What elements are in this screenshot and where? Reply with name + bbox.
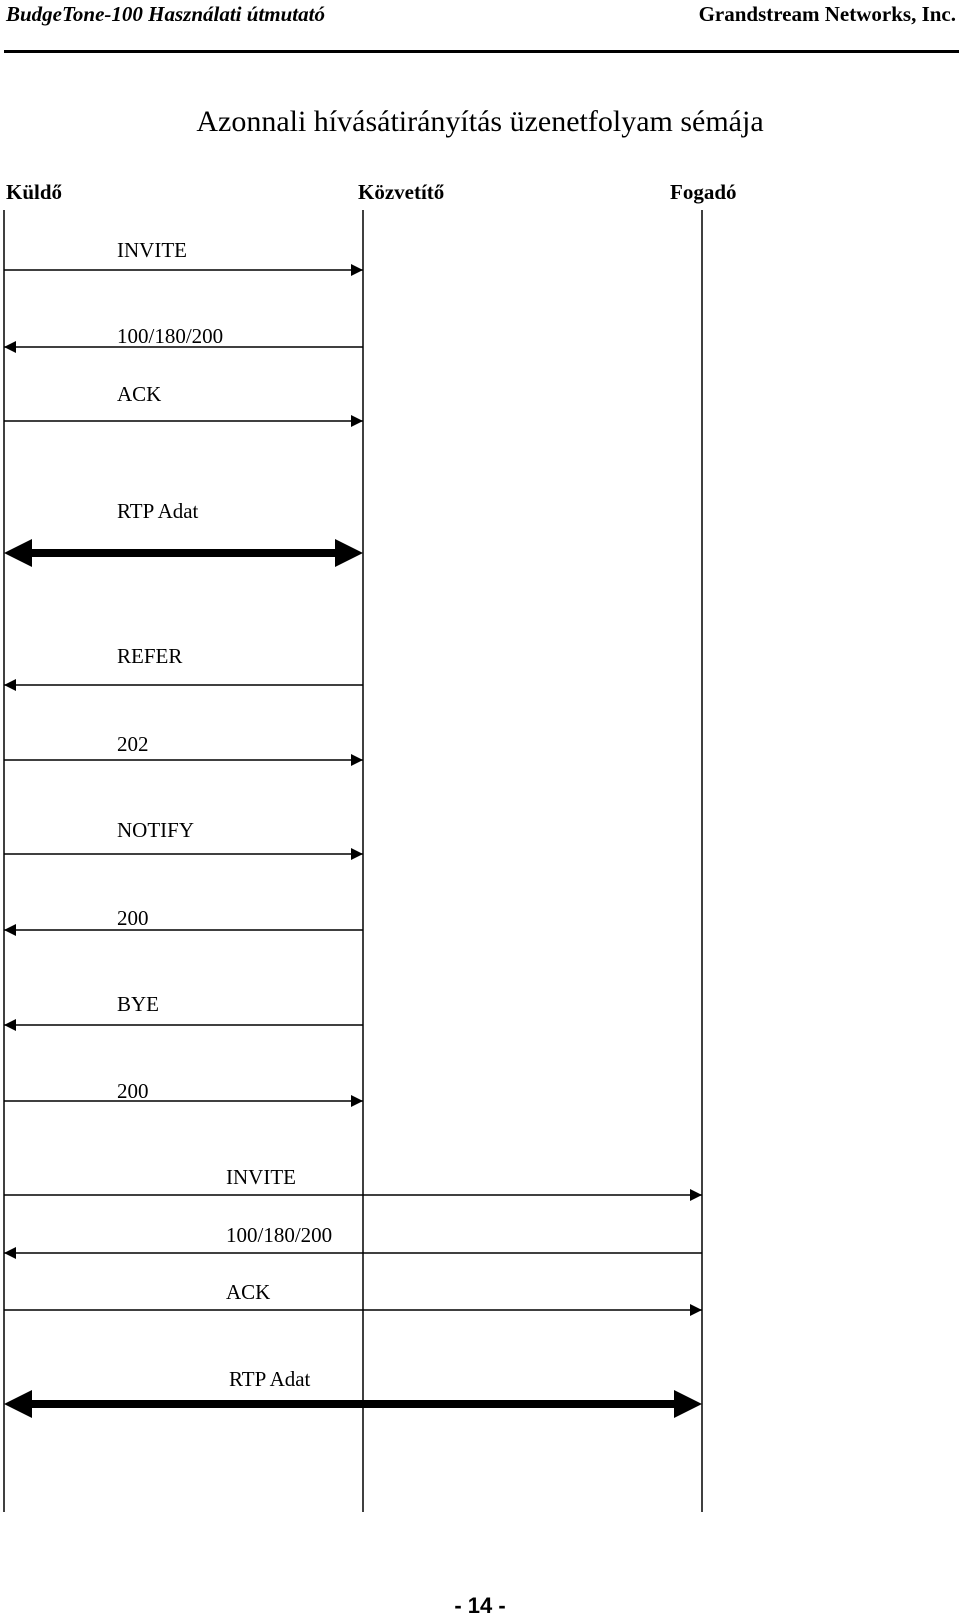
message-arrow	[4, 1019, 363, 1031]
arrowhead-right	[674, 1390, 702, 1418]
participant-receiver: Fogadó	[670, 180, 737, 204]
message-arrow	[4, 1390, 702, 1418]
arrowhead	[351, 415, 363, 427]
arrowhead	[351, 848, 363, 860]
message-label: INVITE	[117, 238, 187, 262]
message-label: RTP Adat	[117, 499, 199, 523]
message-label: REFER	[117, 644, 183, 668]
diagram-title: Azonnali hívásátirányítás üzenetfolyam s…	[196, 105, 764, 138]
message-arrow	[4, 539, 363, 567]
page-number: - 14 -	[454, 1593, 506, 1618]
message-arrow	[4, 679, 363, 691]
message-arrow	[4, 924, 363, 936]
message-label: 100/180/200	[226, 1223, 333, 1247]
message-label: ACK	[117, 382, 162, 406]
arrowhead	[4, 341, 16, 353]
document-header-title: BudgeTone-100 Használati útmutató	[6, 2, 325, 26]
arrowhead	[690, 1189, 702, 1201]
message-arrow	[4, 1304, 702, 1316]
message-label: 100/180/200	[117, 324, 224, 348]
message-label: 200	[117, 1079, 149, 1103]
message-arrow	[4, 1095, 363, 1107]
message-label: ACK	[226, 1280, 271, 1304]
message-label: INVITE	[226, 1165, 296, 1189]
arrowhead	[690, 1304, 702, 1316]
message-arrow	[4, 264, 363, 276]
arrowhead-left	[4, 1390, 32, 1418]
arrowhead	[351, 754, 363, 766]
header-divider	[4, 50, 959, 53]
message-arrow	[4, 415, 363, 427]
arrowhead	[4, 1019, 16, 1031]
arrowhead	[351, 264, 363, 276]
arrowhead	[4, 1247, 16, 1259]
participant-sender: Küldő	[6, 180, 63, 204]
arrowhead-left	[4, 539, 32, 567]
message-label: 202	[117, 732, 149, 756]
message-arrow	[4, 341, 363, 353]
message-label: BYE	[117, 992, 159, 1016]
arrowhead	[4, 924, 16, 936]
message-label: 200	[117, 906, 149, 930]
document-header-company: Grandstream Networks, Inc.	[698, 2, 956, 26]
arrowhead	[351, 1095, 363, 1107]
message-label: RTP Adat	[229, 1367, 311, 1391]
message-label: NOTIFY	[117, 818, 194, 842]
message-arrow	[4, 1247, 702, 1259]
arrowhead	[4, 679, 16, 691]
arrowhead-right	[335, 539, 363, 567]
message-arrow	[4, 1189, 702, 1201]
message-arrow	[4, 848, 363, 860]
participant-relay: Közvetítő	[358, 180, 445, 204]
message-arrow	[4, 754, 363, 766]
